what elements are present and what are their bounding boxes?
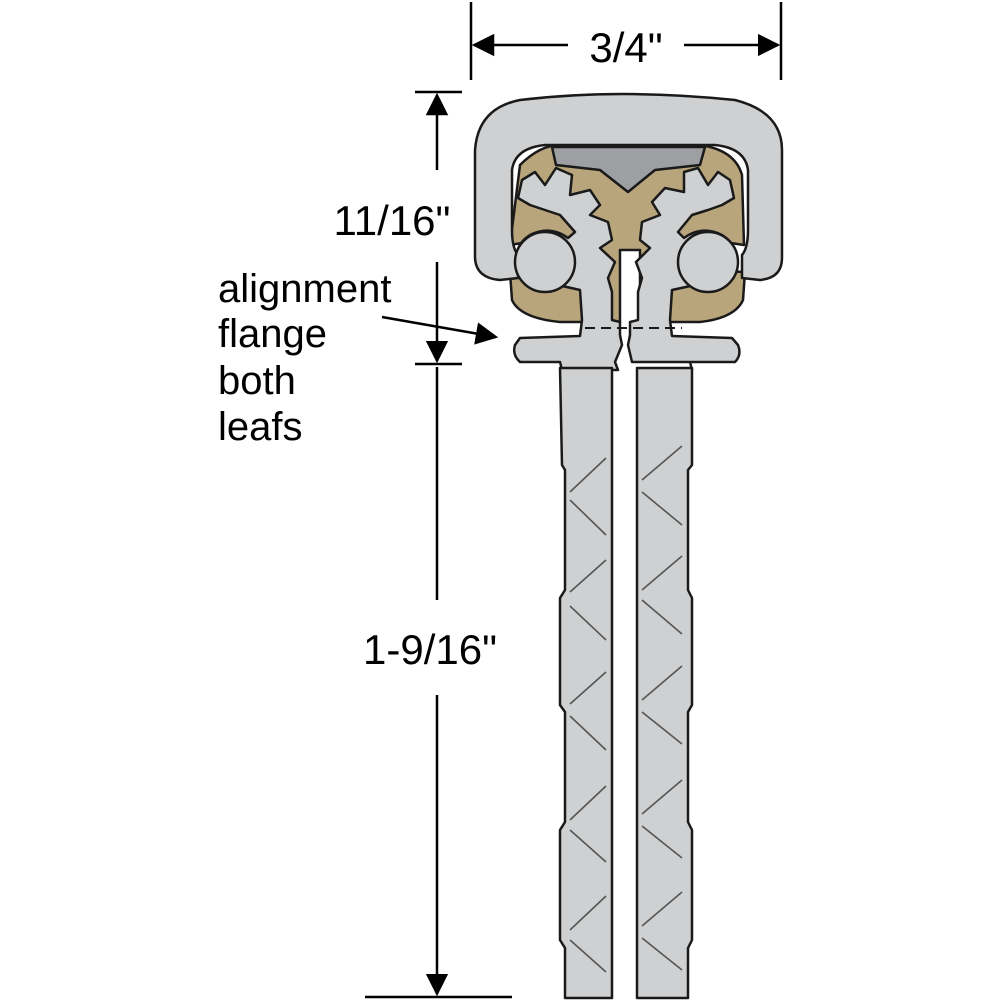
right-leaf-blade <box>635 366 694 1000</box>
right-pivot <box>676 230 740 294</box>
callout-leader <box>381 315 499 345</box>
cap-height-label: 11/16" <box>334 197 451 244</box>
callout-line-3: both <box>218 359 296 403</box>
hinge-drawing <box>473 92 784 1000</box>
cap-channel <box>473 92 784 282</box>
height-dimensions: 11/16" 1-9/16" <box>334 90 512 999</box>
callout-line-4: leafs <box>218 405 303 449</box>
knurl-pattern <box>569 445 683 973</box>
left-pivot <box>513 230 577 294</box>
width-label: 3/4" <box>589 24 662 71</box>
callout-line-2: flange <box>218 312 327 356</box>
alignment-flange-callout: alignment flange both leafs <box>218 267 499 449</box>
left-leaf-blade <box>558 366 614 1000</box>
leaf-length-label: 1-9/16" <box>363 626 497 673</box>
cap-spacer <box>550 145 707 194</box>
width-dimension: 3/4" <box>469 2 783 80</box>
callout-line-1: alignment <box>218 267 391 311</box>
